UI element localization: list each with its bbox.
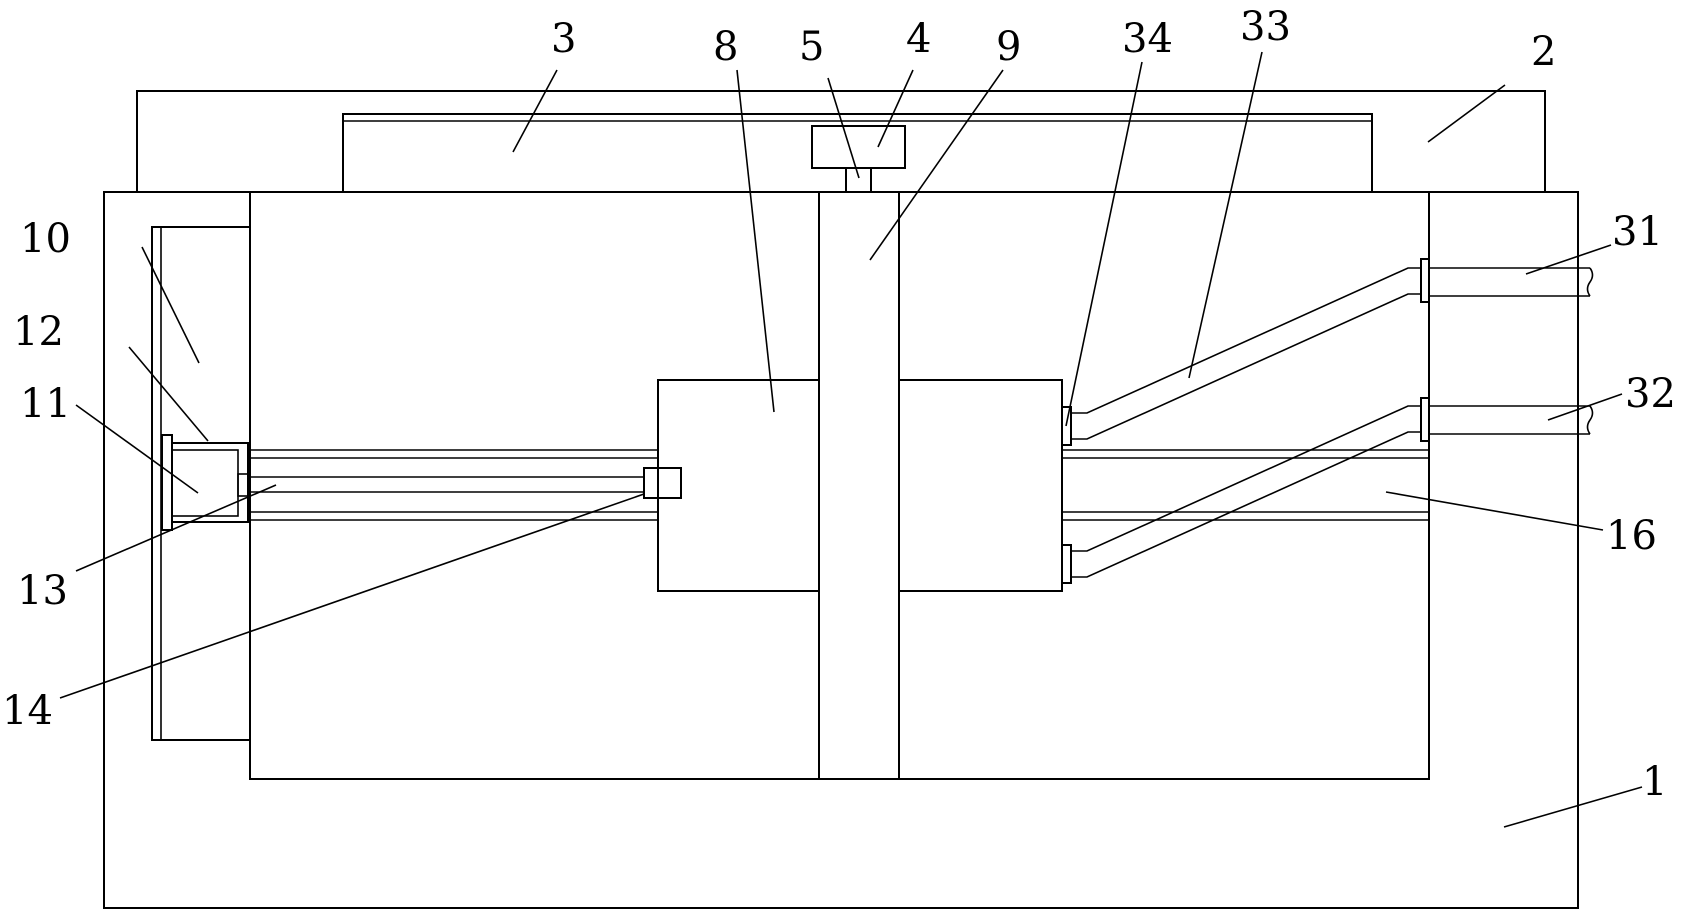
inner-pipe-upper (1071, 267, 1421, 440)
label-32: 32 (1625, 371, 1676, 417)
label-9: 9 (996, 24, 1021, 70)
inner-chamber (249, 191, 1430, 780)
wall-flange-upper (1420, 258, 1430, 303)
rod-connector (237, 473, 251, 497)
vertical-partition (818, 192, 900, 779)
part-labels: 1 2 3 4 5 8 9 10 11 12 13 14 16 31 32 33… (2, 4, 1676, 805)
inner-pipe-lower (1071, 405, 1421, 578)
top-cover-plate (136, 90, 1546, 193)
label-34: 34 (1122, 16, 1173, 62)
moving-block-right (898, 379, 1063, 592)
label-31: 31 (1612, 209, 1663, 255)
guide-rails-right (1062, 449, 1429, 521)
wall-flange-lower (1420, 397, 1430, 442)
outlet-pipe-32 (1429, 405, 1594, 435)
drive-motor (811, 125, 906, 169)
base-housing (103, 191, 1579, 909)
label-8: 8 (713, 24, 738, 70)
moving-block-left (657, 379, 820, 592)
label-12: 12 (13, 309, 64, 355)
label-33: 33 (1240, 4, 1291, 50)
label-16: 16 (1606, 513, 1657, 559)
pipe-fitting-lower (1061, 544, 1072, 584)
label-14: 14 (2, 688, 53, 734)
label-5: 5 (799, 24, 824, 70)
motor-shaft (845, 167, 872, 193)
label-13: 13 (17, 568, 68, 614)
side-plate (151, 226, 251, 741)
guide-rails-left (250, 449, 658, 521)
label-10: 10 (20, 216, 71, 262)
label-4: 4 (906, 16, 931, 62)
rod-end-joint (643, 467, 682, 499)
piston-rod (250, 476, 644, 493)
pipe-fitting-upper (1061, 406, 1072, 446)
outlet-pipe-31 (1429, 267, 1594, 297)
label-3: 3 (551, 16, 576, 62)
flange-plate (161, 434, 173, 531)
label-1: 1 (1642, 759, 1667, 805)
label-11: 11 (20, 381, 71, 427)
label-2: 2 (1531, 29, 1556, 75)
leader-lines (59, 51, 1643, 828)
